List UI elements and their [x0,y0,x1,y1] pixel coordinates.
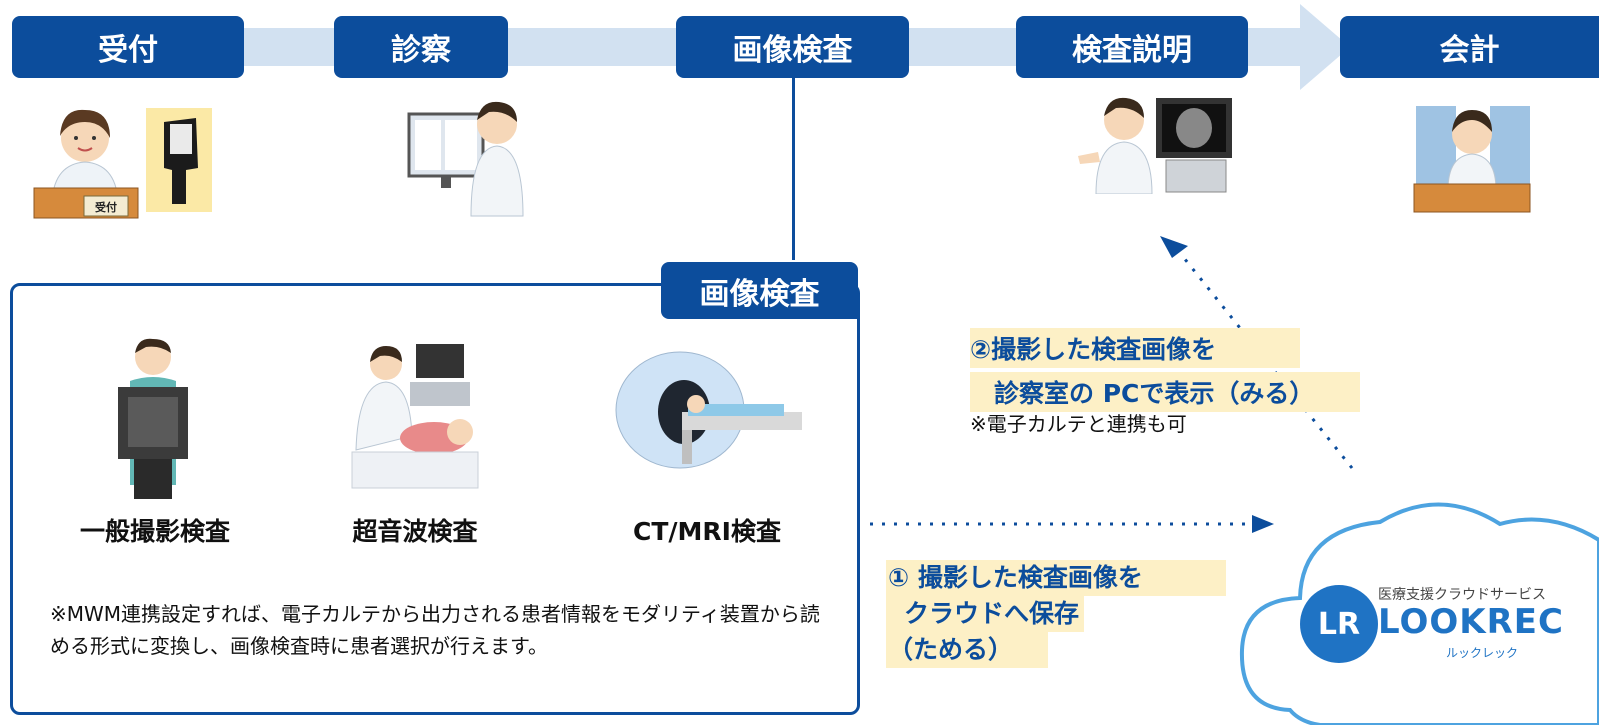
view-annotation-line1: ②撮影した検査画像を [970,328,1300,368]
modality-label-ultrasound: 超音波検査 [352,517,478,546]
doctor-xray-illustration [1078,97,1232,194]
modality-label-general-xray: 一般撮影検査 [79,517,230,546]
cashier-illustration [1413,106,1531,213]
step-imaging: 画像検査 [676,16,909,78]
step-examination: 診察 [334,16,508,78]
view-arrow-head [1160,236,1188,258]
xray-patient-illustration [118,338,188,499]
save-annotation-line2: クラウドへ保存 [886,596,1084,632]
save-annotation: ① 撮影した検査画像を クラウドへ保存 （ためる） [886,560,1226,668]
save-arrow-head [1252,515,1274,533]
imaging-detail-box [10,283,860,715]
step-reception-label: 受付 [98,33,158,68]
reception-sign-text: 受付 [95,200,117,214]
lookrec-logo-letters: LR [1317,606,1361,642]
step-explanation-label: 検査説明 [1072,33,1192,68]
imaging-box-tab-label: 画像検査 [699,276,820,312]
mwm-note: ※MWM連携設定すれば、電子カルテから出力される患者情報をモダリティ装置から読め… [50,602,820,658]
receptionist-illustration: 受付 [33,109,139,219]
lookrec-brand-kana: ルックレック [1446,646,1519,660]
view-annotation-note: ※電子カルテと連携も可 [970,412,1187,436]
doctor-examination-illustration [407,101,524,217]
imaging-box-tab: 画像検査 [661,262,858,319]
step-reception: 受付 [12,16,244,78]
cloud-service-label: 医療支援クラウドサービス [1378,587,1546,603]
step-payment-label: 会計 [1439,33,1500,68]
ct-mri-illustration [615,351,802,469]
lookrec-logo-icon: LR [1300,585,1378,663]
view-annotation-line2: 診察室の PCで表示（みる） [970,372,1360,412]
view-annotation: ②撮影した検査画像を 診察室の PCで表示（みる） [970,328,1360,412]
ultrasound-illustration [351,344,479,489]
save-annotation-line3: （ためる） [886,632,1048,668]
kiosk-illustration [146,108,212,212]
step-examination-label: 診察 [391,33,451,68]
step-payment: 会計 [1340,16,1599,78]
imaging-connector-line [792,78,795,260]
modality-label-ct-mri: CT/MRI検査 [633,517,781,546]
step-imaging-label: 画像検査 [732,33,853,68]
lookrec-brand: LOOKREC [1378,602,1564,642]
save-annotation-line1: ① 撮影した検査画像を [886,560,1226,596]
step-explanation: 検査説明 [1016,16,1248,78]
